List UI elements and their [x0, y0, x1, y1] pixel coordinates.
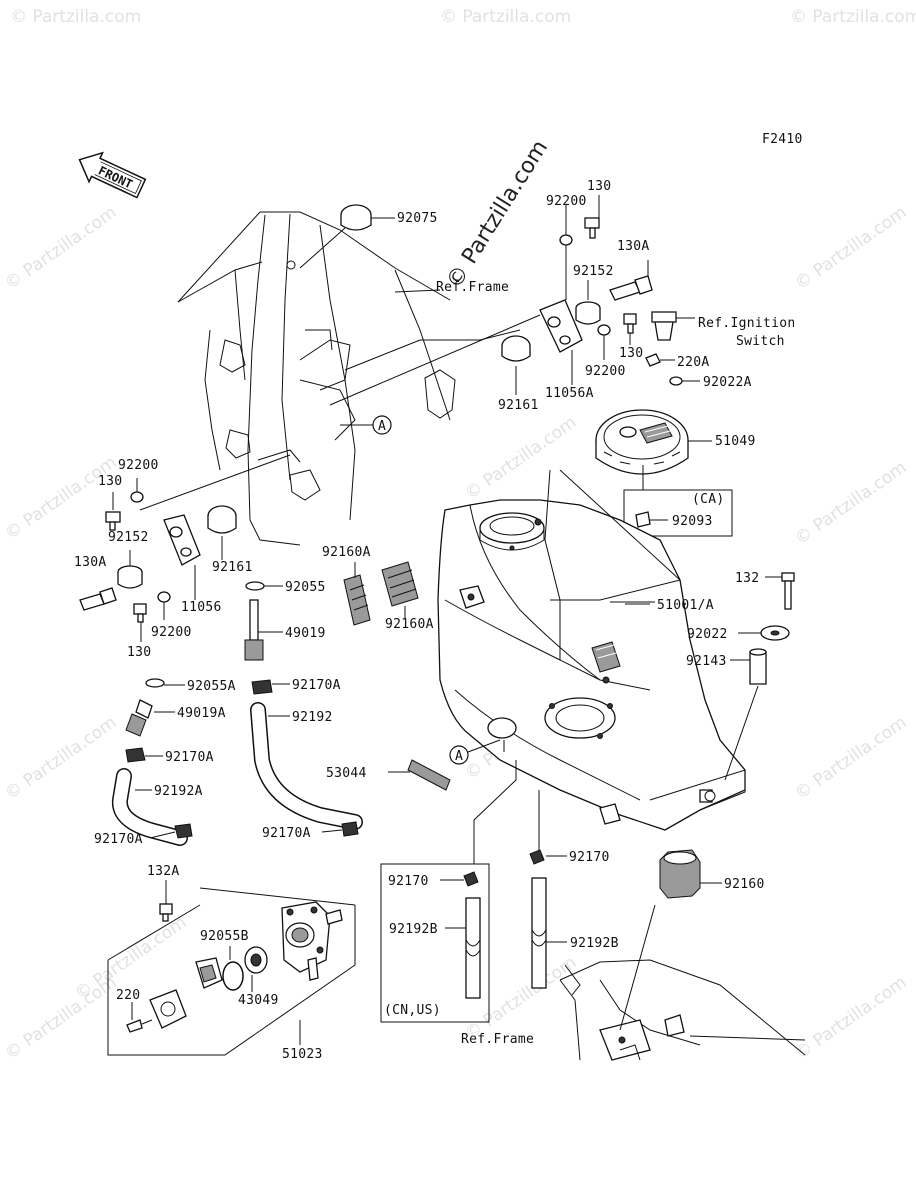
part-labels: 92075 130 92200 130A 92152 130 92200 921… [74, 179, 765, 1062]
leader-lines [394, 289, 806, 1041]
watermark-text: © Partzilla.com [1, 202, 120, 294]
part-label: 92160 [724, 877, 765, 892]
part-label: 220 [116, 988, 140, 1003]
part-label: 130A [617, 239, 650, 254]
part-label: 92143 [686, 654, 727, 669]
frame-bottom-drawing [559, 904, 806, 1061]
part-label: 92200 [546, 194, 587, 209]
ca-label: (CA) [692, 492, 725, 507]
part-label: 49019 [285, 626, 326, 641]
part-label: 92161 [498, 398, 539, 413]
hardware-left [79, 454, 291, 642]
callout-a-label: A [378, 419, 386, 434]
watermark-text: © Partzilla.com [1, 452, 120, 544]
part-label: 130 [619, 346, 643, 361]
fuel-tank [437, 499, 746, 831]
part-label: 130A [74, 555, 107, 570]
part-label: 92192B [570, 936, 619, 951]
part-label: 130 [587, 179, 611, 194]
fuel-cap [595, 409, 712, 490]
watermark-text: © Partzilla.com [461, 412, 580, 504]
part-label: 132 [735, 571, 759, 586]
part-label: 92075 [397, 211, 438, 226]
part-label: 130 [127, 645, 151, 660]
watermark-text: © Partzilla.com [1, 712, 120, 804]
part-label: 92152 [573, 264, 614, 279]
part-label: 92093 [672, 514, 713, 529]
ref-ignition-line2: Switch [736, 334, 785, 349]
part-label: 11056A [545, 386, 594, 401]
part-label: 220A [677, 355, 710, 370]
hardware-top [299, 195, 700, 406]
part-label: 92170A [165, 750, 214, 765]
ca-box: (CA) [623, 489, 733, 555]
hardware-right [388, 572, 795, 989]
callout-a-top: A [340, 415, 392, 435]
part-label: 92022 [687, 627, 728, 642]
part-label: 92055B [200, 929, 249, 944]
part-label: 92170A [292, 678, 341, 693]
hardware-mid [111, 561, 419, 846]
part-label: 92192A [154, 784, 203, 799]
watermark-text: © Partzilla.com [791, 457, 910, 549]
watermark-main: © Partzilla.com [442, 136, 553, 293]
watermark-text: © Partzilla.com [791, 712, 910, 804]
part-label: 92170A [94, 832, 143, 847]
part-label: 51023 [282, 1047, 323, 1062]
diagram-code: F2410 [762, 132, 803, 147]
part-label: 92192B [389, 922, 438, 937]
part-label: 92192 [292, 710, 333, 725]
watermark-text: © Partzilla.com [10, 7, 141, 27]
ref-frame-top: Ref.Frame [436, 280, 509, 295]
ref-frame-bottom: Ref.Frame [461, 1032, 534, 1047]
part-label: 92161 [212, 560, 253, 575]
watermark-text: © Partzilla.com [440, 7, 571, 27]
callout-a-bottom: A [449, 739, 501, 765]
part-label: 92022A [703, 375, 752, 390]
part-label: 49019A [177, 706, 226, 721]
part-label: 92200 [118, 458, 159, 473]
part-label: 53044 [326, 766, 367, 781]
part-label: 51049 [715, 434, 756, 449]
part-label: 92160A [322, 545, 371, 560]
part-label: 130 [98, 474, 122, 489]
part-label: 11056 [181, 600, 222, 615]
cn-us-box: (CN,US) [380, 760, 517, 1023]
part-label: 92170 [569, 850, 610, 865]
part-label: 92055 [285, 580, 326, 595]
part-label: 92200 [151, 625, 192, 640]
front-arrow-icon: FRONT [78, 151, 147, 199]
part-label: 43049 [238, 993, 279, 1008]
part-label: 92160A [385, 617, 434, 632]
part-label: 92170A [262, 826, 311, 841]
part-label: 132A [147, 864, 180, 879]
frame-drawing [177, 211, 521, 546]
part-label: 92055A [187, 679, 236, 694]
part-label: 92170 [388, 874, 429, 889]
watermark-text: © Partzilla.com [791, 972, 910, 1064]
watermark-text: © Partzilla.com [790, 7, 916, 27]
watermark-text: © Partzilla.com [791, 202, 910, 294]
callout-a-label: A [455, 749, 463, 764]
part-label: 92152 [108, 530, 149, 545]
cn-us-label: (CN,US) [384, 1003, 441, 1018]
part-label: 51001/A [657, 598, 714, 613]
part-label: 92200 [585, 364, 626, 379]
petcock-assembly [107, 880, 356, 1056]
ref-ignition-line1: Ref.Ignition [698, 316, 796, 331]
